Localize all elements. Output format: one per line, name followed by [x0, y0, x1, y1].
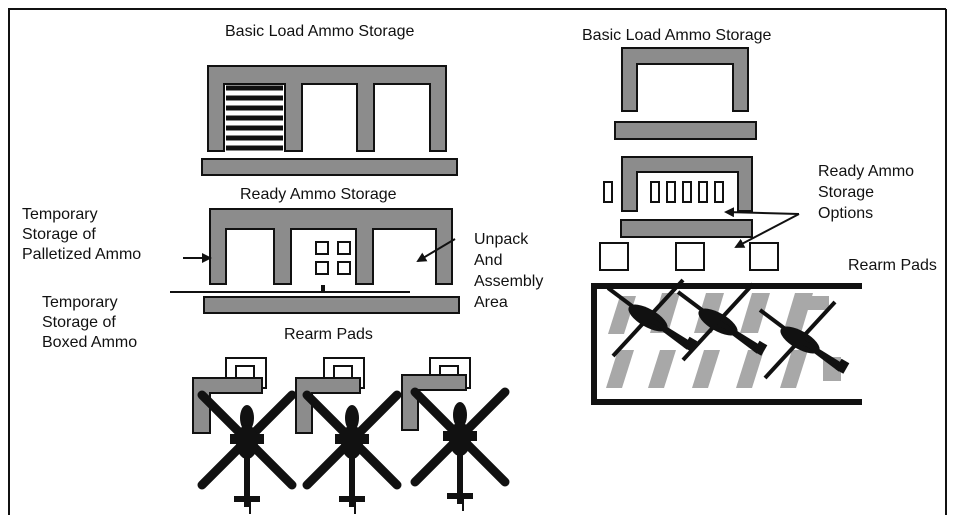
- rearm-pad-3: [401, 357, 471, 431]
- unpack-area-line-2: And: [474, 252, 503, 269]
- unpack-area-arrow: [416, 238, 456, 263]
- right-basic-load-title: Basic Load Ammo Storage: [582, 27, 772, 44]
- ready-ammo-options-line-2: Storage: [818, 184, 875, 201]
- basic-load-berm: [201, 158, 458, 176]
- ammo-stack-lines: [226, 85, 283, 151]
- ready-ammo-storage-building: [209, 208, 453, 285]
- right-rearm-pads-title: Rearm Pads: [848, 257, 937, 274]
- right-ready-ammo-berm: [620, 219, 753, 238]
- left-basic-load-title: Basic Load Ammo Storage: [225, 23, 415, 40]
- right-ready-ammo-boxes: [603, 181, 724, 203]
- boxed-ammo-marker: [321, 285, 325, 292]
- helicopter-1: [202, 395, 292, 514]
- ready-ammo-boxes: [315, 241, 351, 275]
- temp-palletized-line-3: Palletized Ammo: [22, 246, 142, 263]
- right-basic-load-berm: [614, 121, 757, 140]
- basic-load-storage-building: [207, 65, 447, 152]
- right-ready-ammo-storage: [621, 156, 753, 212]
- unpack-area-line-4: Area: [474, 294, 508, 311]
- temp-boxed-line-2: Storage of: [42, 314, 116, 331]
- unpack-area-line-1: Unpack: [474, 231, 529, 248]
- unpack-area-line-3: Assembly: [474, 273, 544, 290]
- temp-boxed-line-3: Boxed Ammo: [42, 334, 138, 351]
- right-basic-load-storage: [621, 47, 749, 112]
- left-rearm-pads-title: Rearm Pads: [284, 326, 373, 343]
- ready-ammo-options-line-1: Ready Ammo: [818, 163, 915, 180]
- temp-boxed-line-1: Temporary: [42, 294, 118, 311]
- temp-palletized-line-1: Temporary: [22, 206, 98, 223]
- ready-ammo-berm: [203, 296, 460, 314]
- options-arrow-1: [724, 207, 800, 218]
- temp-palletized-line-2: Storage of: [22, 226, 96, 243]
- options-arrow-2: [734, 213, 800, 248]
- helicopter-2: [307, 395, 397, 514]
- right-rearm-area: [591, 280, 862, 405]
- right-option-boxes: [599, 242, 779, 271]
- rearm-pad-1: [192, 357, 267, 434]
- ready-ammo-options-line-3: Options: [818, 205, 874, 222]
- rearm-pad-2: [295, 357, 365, 434]
- left-ready-ammo-title: Ready Ammo Storage: [240, 186, 397, 203]
- helicopter-3: [415, 392, 505, 511]
